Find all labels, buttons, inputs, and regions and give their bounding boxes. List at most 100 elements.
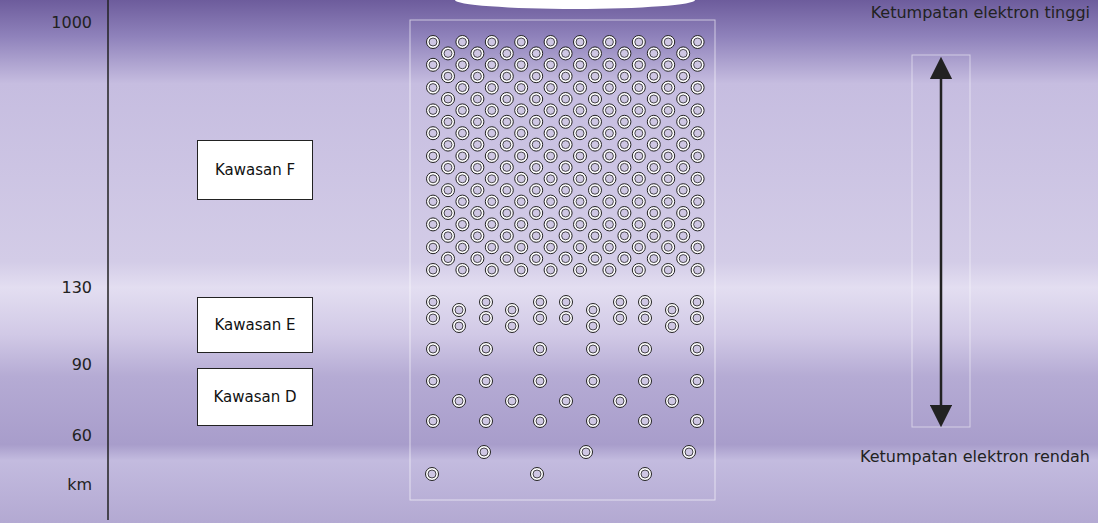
electron-core [620, 118, 628, 126]
electron [683, 446, 696, 459]
electron [589, 115, 602, 128]
density-arrow [940, 68, 943, 416]
electron [442, 70, 455, 83]
electron-core [444, 49, 452, 57]
electron-core [650, 232, 658, 240]
electron [647, 115, 660, 128]
electron [589, 93, 602, 106]
electron-core [576, 152, 584, 160]
electron-core [605, 84, 613, 92]
electron-core [547, 198, 555, 206]
electron [544, 218, 557, 231]
electron-core [517, 266, 525, 274]
electron-core [591, 72, 599, 80]
electron [691, 264, 704, 277]
electron [677, 229, 690, 242]
altitude-label: 1000 [51, 13, 92, 32]
electron [632, 81, 645, 94]
electron-core [508, 322, 516, 330]
electron [662, 241, 675, 254]
electron-core [635, 243, 643, 251]
electron-core [429, 345, 437, 353]
electron-core [503, 163, 511, 171]
electron-core [547, 106, 555, 114]
electron-core [694, 175, 702, 183]
electron-core [589, 377, 597, 385]
electron-core [605, 38, 613, 46]
electron [485, 195, 498, 208]
electron [618, 161, 631, 174]
electron [618, 184, 631, 197]
region-name: Kawasan D [213, 388, 296, 406]
electron-core [508, 397, 516, 405]
electron-core [429, 38, 437, 46]
electron-core [547, 175, 555, 183]
electron-core [458, 152, 466, 160]
electron [589, 229, 602, 242]
electron-core [576, 61, 584, 69]
electron-core [694, 266, 702, 274]
electron [427, 343, 440, 356]
electron [427, 296, 440, 309]
electron-core [482, 314, 490, 322]
electron [677, 138, 690, 151]
electron [618, 93, 631, 106]
electron [574, 81, 587, 94]
electron-core [517, 220, 525, 228]
electron-core [429, 314, 437, 322]
electron-core [650, 49, 658, 57]
electron-core [650, 255, 658, 263]
electron [589, 70, 602, 83]
electron-core [488, 152, 496, 160]
altitude-label: 130 [61, 278, 92, 297]
electron [456, 81, 469, 94]
electron [506, 304, 519, 317]
electron-core [641, 470, 649, 478]
electron [500, 252, 513, 265]
electron-core [562, 49, 570, 57]
electron-core [694, 106, 702, 114]
electron-core [620, 141, 628, 149]
electron-core [650, 186, 658, 194]
electron [544, 127, 557, 140]
electron [632, 36, 645, 49]
electron-core [562, 163, 570, 171]
electron-core [664, 220, 672, 228]
electron-core [620, 163, 628, 171]
electron-core [576, 220, 584, 228]
electron [485, 241, 498, 254]
electron [574, 36, 587, 49]
electron [647, 161, 660, 174]
electron [618, 229, 631, 242]
electron [647, 47, 660, 60]
electron-core [694, 38, 702, 46]
electron [500, 115, 513, 128]
electron-core [429, 243, 437, 251]
electron-core [668, 322, 676, 330]
electron [677, 252, 690, 265]
electron-core [664, 106, 672, 114]
electron-core [429, 129, 437, 137]
electron [559, 207, 572, 220]
electron [603, 150, 616, 163]
electron-core [533, 470, 541, 478]
electron-core [444, 186, 452, 194]
electron [589, 47, 602, 60]
electron [691, 36, 704, 49]
electron-core [616, 397, 624, 405]
electron [534, 312, 547, 325]
electron [677, 93, 690, 106]
electron [632, 104, 645, 117]
electron-core [503, 186, 511, 194]
electron-core [694, 220, 702, 228]
electron-core [616, 314, 624, 322]
electron [587, 375, 600, 388]
electron-core [620, 49, 628, 57]
electron [677, 115, 690, 128]
electron-core [562, 298, 570, 306]
electron-core [605, 152, 613, 160]
region-box: Kawasan D [197, 368, 313, 426]
electron-core [576, 106, 584, 114]
electron [691, 343, 704, 356]
electron [485, 218, 498, 231]
